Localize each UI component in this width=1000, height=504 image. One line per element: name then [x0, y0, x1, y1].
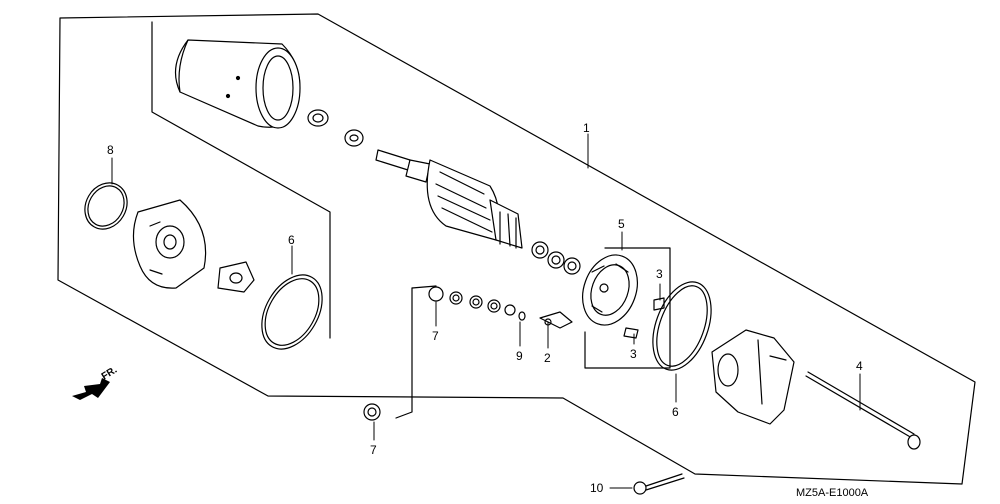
callout-4: 4: [856, 359, 863, 373]
front-direction-arrow: [72, 378, 110, 400]
rear-cover: [711, 329, 795, 425]
callout-1: 1: [583, 121, 590, 135]
nut-7-lower: [363, 403, 381, 421]
callout-7-lower: 7: [370, 443, 377, 457]
o-ring-8: [84, 182, 128, 230]
brush-holder: [582, 254, 665, 339]
callout-9: 9: [516, 349, 523, 363]
terminal-parts: [395, 285, 573, 419]
front-cover: [132, 199, 207, 289]
armature-washers: [531, 241, 581, 275]
callout-3-lower: 3: [630, 347, 637, 361]
yoke-case: [174, 39, 301, 129]
brush-holder-group-box: [584, 247, 671, 369]
callout-5: 5: [618, 217, 625, 231]
callout-10: 10: [590, 481, 604, 495]
callout-6-left: 6: [288, 233, 295, 247]
lock-plate: [217, 261, 255, 293]
leader-lines: [111, 133, 861, 489]
yoke-washers: [307, 109, 364, 147]
callout-7-upper: 7: [432, 329, 439, 343]
callout-8: 8: [107, 143, 114, 157]
callout-6-right: 6: [672, 405, 679, 419]
o-ring-6-left: [261, 274, 323, 350]
callout-3-upper: 3: [656, 267, 663, 281]
bolt-10: [633, 473, 685, 495]
callout-2: 2: [544, 351, 551, 365]
front-cover-group-box: [151, 21, 331, 339]
drawing-code: MZ5A-E1000A: [796, 487, 869, 499]
armature: [375, 149, 523, 249]
o-ring-6-right: [652, 281, 712, 371]
through-bolt-4: [805, 371, 921, 450]
assembly-boundary: [57, 13, 976, 485]
